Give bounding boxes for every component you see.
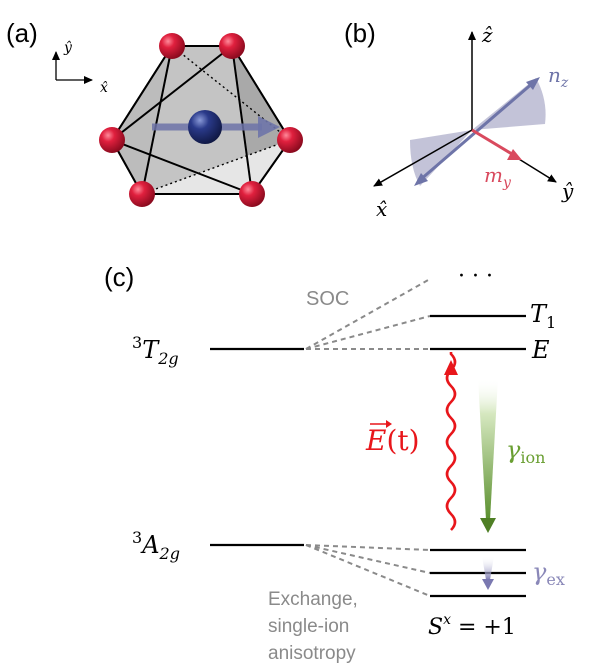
panel-b: ẑ x̂ ŷ nz my [373,23,574,221]
exchange-label-line2: single-ion [268,616,349,637]
gamma-ex-arrow [482,556,494,580]
level-A2g-label: 3A2g [132,528,180,563]
panel-b-z-label: ẑ [481,23,493,47]
ligand-atom [239,181,265,207]
panel-c: 3T2g SOC · · · T1 E E(t) γion 3A2g [132,264,565,664]
my-label: my [484,163,512,191]
gamma-ex-label: γex [532,558,565,589]
panel-label-b: (b) [344,18,376,48]
nz-label: nz [548,63,569,91]
field-wave [445,352,457,531]
level-E-label: E [531,336,550,364]
panel-label-c: (c) [104,262,135,292]
ligand-atom [129,181,155,207]
panel-a-axes: ŷ x̂ [52,39,108,96]
ligand-atom [99,127,125,153]
level-T2g-label: 3T2g [132,333,179,368]
level-T1-label: T1 [530,300,556,332]
central-ion [152,110,280,144]
panel-b-y-label: ŷ [561,179,574,203]
more-levels-dots: · · · [458,264,493,289]
panel-b-x-label: x̂ [376,197,387,221]
ligand-atom [219,33,245,59]
panel-label-a: (a) [6,18,38,48]
panel-a-x-label: x̂ [100,80,108,96]
my-vector [471,128,513,156]
ligand-atom [277,127,303,153]
soc-label: SOC [306,288,349,310]
exchange-label-line3: anisotropy [268,643,356,664]
ligand-atoms [99,33,303,207]
ligand-atom [159,33,185,59]
gamma-ion-arrow [478,378,498,520]
gamma-ion-label: γion [506,436,545,467]
panel-a-y-label: ŷ [63,39,73,56]
sx-label: Sx = +1 [428,612,516,640]
field-label: E(t) [365,424,420,457]
nz-vector [419,80,535,182]
exchange-label-line1: Exchange, [268,589,358,610]
